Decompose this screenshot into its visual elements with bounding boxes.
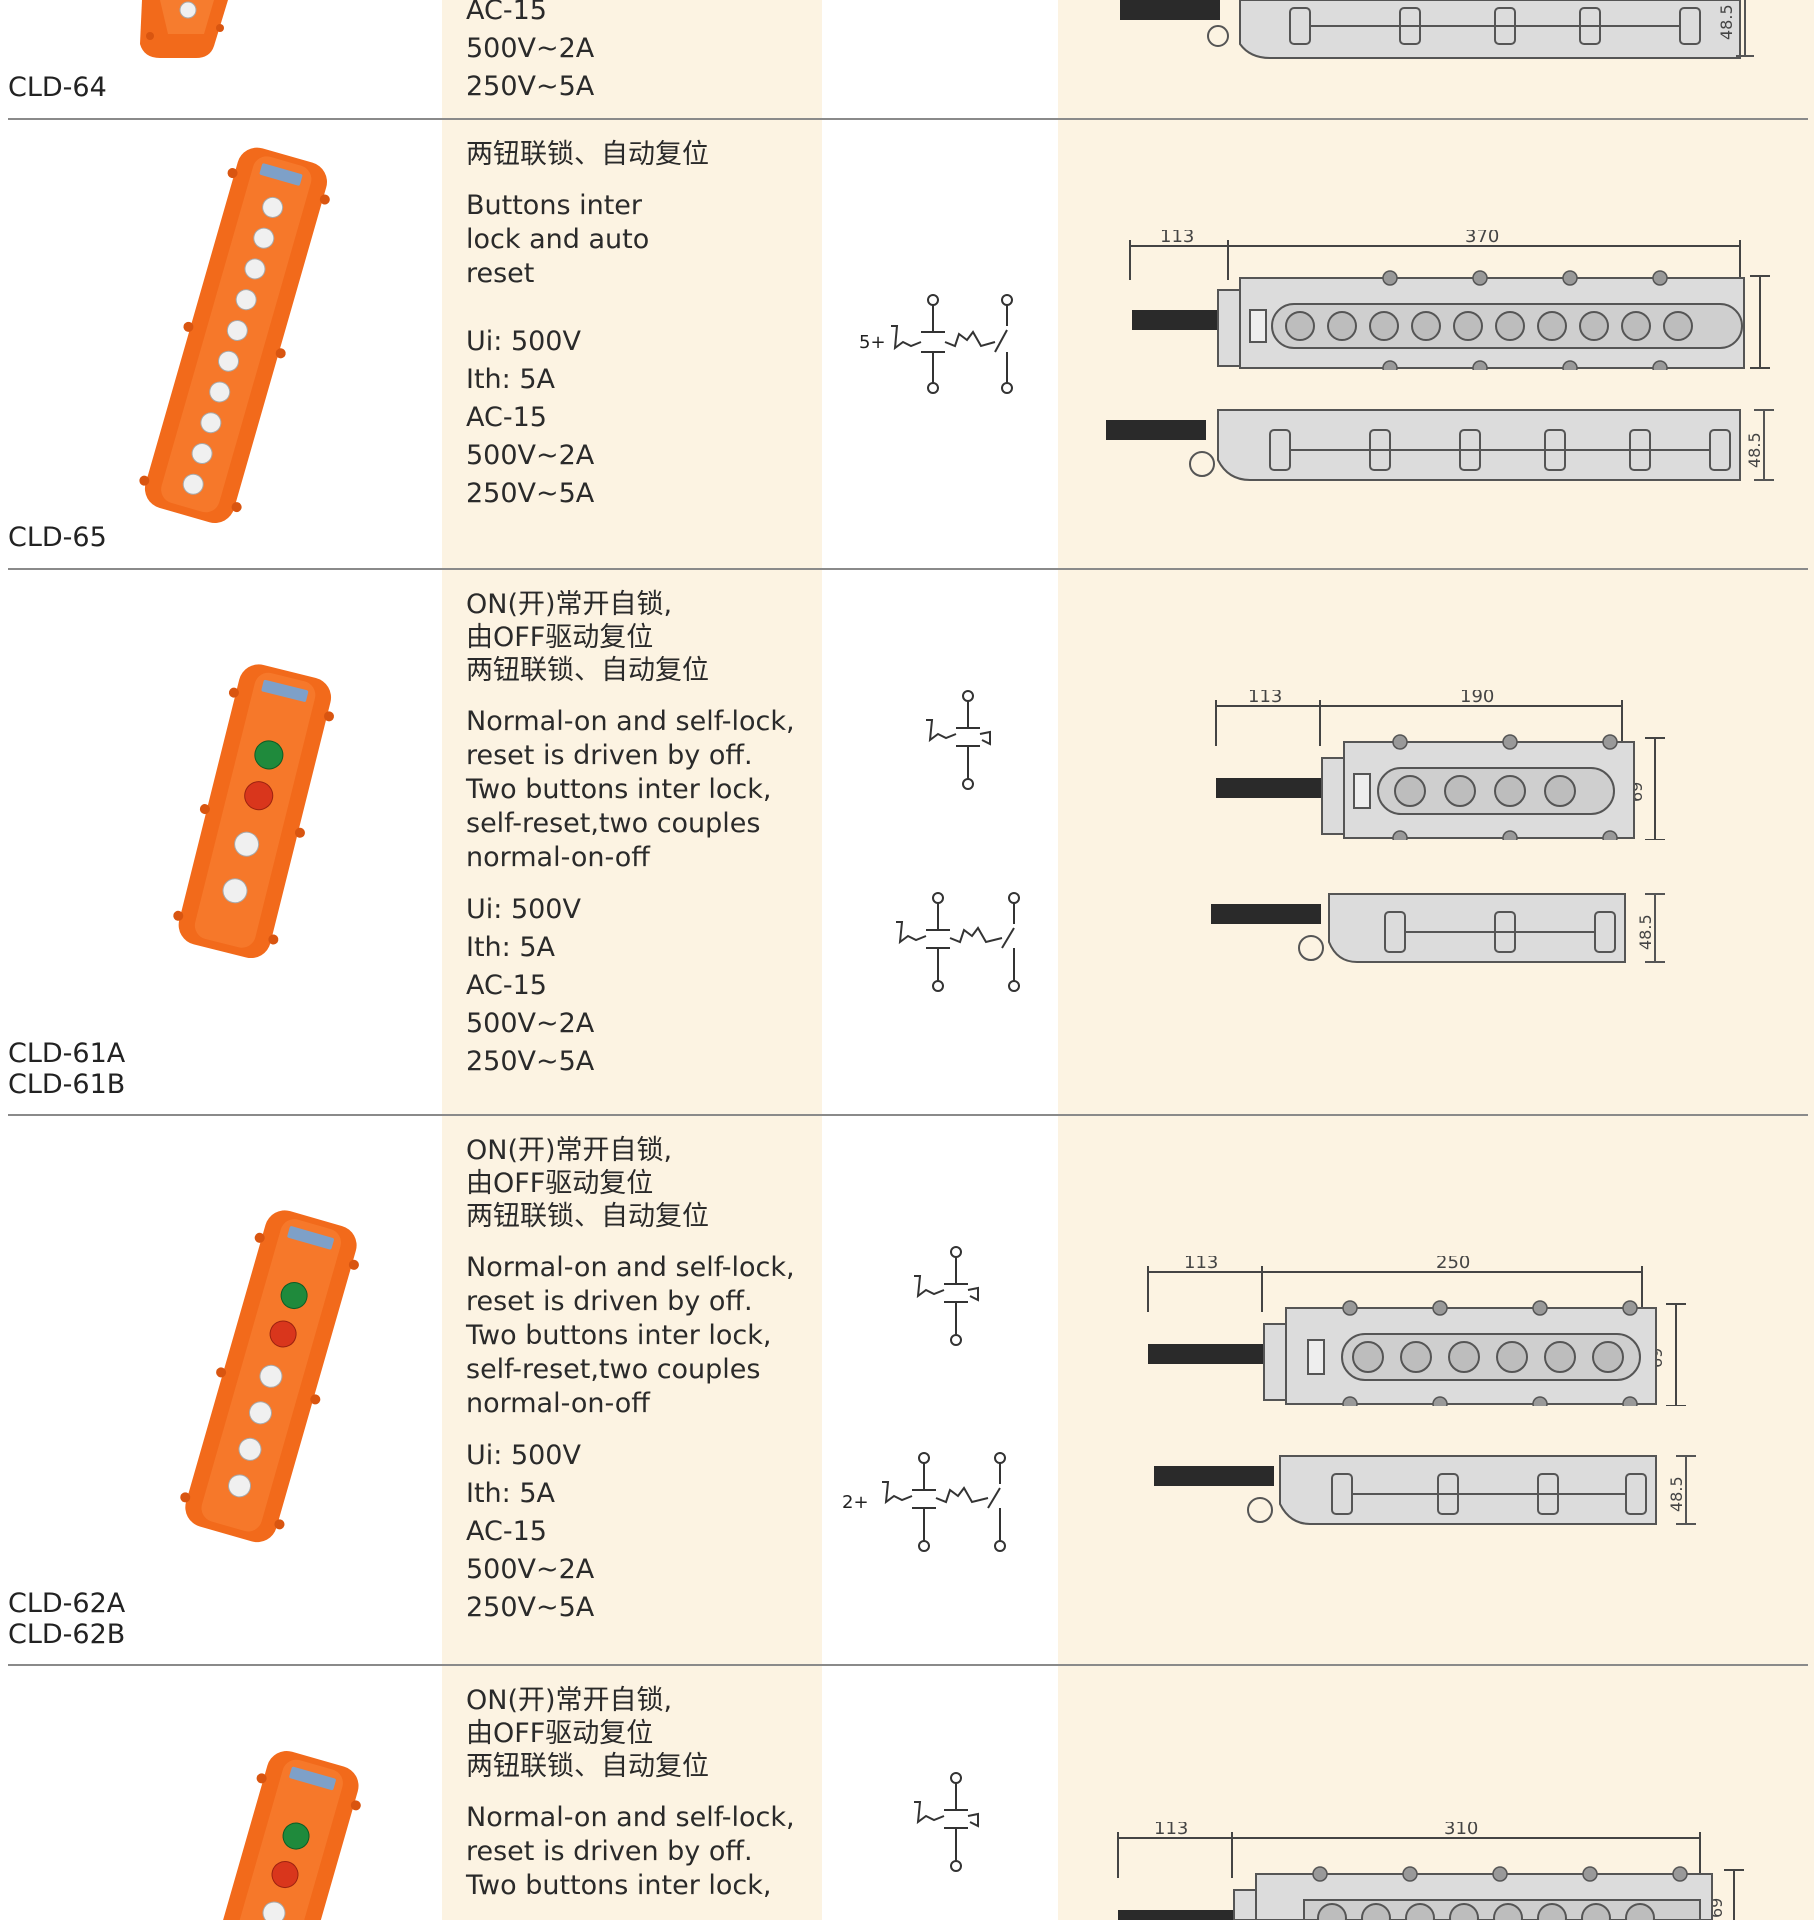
side-view-drawing: 48.5	[1148, 1442, 1708, 1542]
model-number: CLD-61A CLD-61B	[8, 1038, 126, 1100]
product-photo	[120, 140, 350, 530]
product-photo	[160, 1206, 380, 1546]
row-divider	[8, 568, 1808, 570]
spec-line: AC-15	[466, 970, 547, 1001]
description-cn: ON(开)常开自锁,	[466, 1685, 673, 1716]
spec-line: 500V~2A	[466, 440, 595, 471]
schematic-prefix: 2+	[842, 1492, 869, 1513]
row-divider	[8, 1114, 1808, 1116]
top-view-drawing: 113 310 69	[1110, 1818, 1750, 1924]
description-en: normal-on-off	[466, 1388, 650, 1419]
side-view-drawing: 48.5	[1205, 880, 1675, 980]
spec-line: Ith: 5A	[466, 1478, 555, 1509]
spec-line: Ui: 500V	[466, 894, 581, 925]
spec-line: 500V~2A	[466, 1008, 595, 1039]
spec-line: 500V~2A	[466, 1554, 595, 1585]
description-en: reset is driven by off.	[466, 740, 753, 771]
description-band	[442, 0, 822, 1920]
description-en: Two buttons inter lock,	[466, 1870, 772, 1901]
description-en: Normal-on and self-lock,	[466, 706, 795, 737]
product-photo	[150, 660, 350, 960]
spec-line: Ith: 5A	[466, 932, 555, 963]
dimension-length: 113	[1154, 1822, 1188, 1839]
model-number: CLD-65	[8, 522, 107, 553]
product-row-partial: ON(开)常开自锁, 由OFF驱动复位 两钮联锁、自动复位 Normal-on …	[0, 1666, 1814, 1924]
dimension-length: 113	[1184, 1256, 1218, 1273]
dimension-height: 48.5	[1667, 1476, 1686, 1512]
product-row-cld-62: ON(开)常开自锁, 由OFF驱动复位 两钮联锁、自动复位 Normal-on …	[0, 1116, 1814, 1664]
spec-line: 500V~2A	[466, 33, 595, 64]
description-en: self-reset,two couples	[466, 1354, 761, 1385]
description-en: reset	[466, 258, 535, 289]
top-view-drawing: 113 190 69	[1210, 686, 1680, 846]
dimension-height: 48.5	[1717, 4, 1736, 40]
side-view-drawing: 48.5	[1100, 0, 1760, 70]
description-en: Two buttons inter lock,	[466, 774, 772, 805]
description-cn: ON(开)常开自锁,	[466, 589, 673, 620]
circuit-schematic	[920, 688, 1000, 798]
top-view-drawing: 113 370	[1120, 226, 1780, 376]
description-cn: 两钮联锁、自动复位	[466, 1201, 709, 1232]
model-number: CLD-62A CLD-62B	[8, 1588, 126, 1650]
model-number: CLD-64	[8, 72, 107, 103]
product-photo	[170, 1746, 370, 1924]
dimension-width: 310	[1444, 1822, 1478, 1839]
spec-line: AC-15	[466, 402, 547, 433]
description-en: Two buttons inter lock,	[466, 1320, 772, 1351]
description-cn: ON(开)常开自锁,	[466, 1135, 673, 1166]
dimension-height: 48.5	[1745, 432, 1764, 468]
description-en: Normal-on and self-lock,	[466, 1802, 795, 1833]
product-row-cld-64: AC-15 500V~2A 250V~5A CLD-64 48.5	[0, 0, 1814, 118]
dimension-width: 250	[1436, 1256, 1470, 1273]
row-divider	[8, 118, 1808, 120]
spec-line: 250V~5A	[466, 1046, 595, 1077]
circuit-schematic: 2+	[838, 1450, 1018, 1560]
product-row-cld-65: 两钮联锁、自动复位 Buttons inter lock and auto re…	[0, 120, 1814, 568]
dimension-width: 190	[1460, 690, 1494, 707]
spec-line: AC-15	[466, 0, 547, 26]
spec-line: AC-15	[466, 1516, 547, 1547]
description-en: self-reset,two couples	[466, 808, 761, 839]
top-view-drawing: 113 250 69	[1140, 1252, 1700, 1412]
description-cn: 由OFF驱动复位	[466, 622, 654, 653]
description-en: normal-on-off	[466, 842, 650, 873]
description-cn: 两钮联锁、自动复位	[466, 139, 709, 170]
product-photo	[130, 0, 250, 70]
description-cn: 两钮联锁、自动复位	[466, 655, 709, 686]
side-view-drawing: 48.5	[1100, 400, 1780, 500]
spec-line: Ui: 500V	[466, 326, 581, 357]
spec-line: 250V~5A	[466, 1592, 595, 1623]
dimension-length: 113	[1248, 690, 1282, 707]
description-cn: 两钮联锁、自动复位	[466, 1751, 709, 1782]
description-cn: 由OFF驱动复位	[466, 1718, 654, 1749]
spec-line: 250V~5A	[466, 478, 595, 509]
description-en: Buttons inter	[466, 190, 643, 221]
circuit-schematic	[890, 890, 1030, 1000]
schematic-prefix: 5+	[859, 332, 886, 353]
circuit-schematic	[908, 1244, 988, 1354]
product-row-cld-61: ON(开)常开自锁, 由OFF驱动复位 两钮联锁、自动复位 Normal-on …	[0, 570, 1814, 1114]
row-divider	[8, 1664, 1808, 1666]
spec-line: Ui: 500V	[466, 1440, 581, 1471]
circuit-schematic	[908, 1770, 988, 1880]
description-en: reset is driven by off.	[466, 1286, 753, 1317]
description-cn: 由OFF驱动复位	[466, 1168, 654, 1199]
description-en: Normal-on and self-lock,	[466, 1252, 795, 1283]
circuit-schematic: 5+	[855, 290, 1030, 400]
description-en: lock and auto	[466, 224, 650, 255]
description-en: reset is driven by off.	[466, 1836, 753, 1867]
dimension-width: 370	[1465, 230, 1499, 247]
spec-line: 250V~5A	[466, 71, 595, 102]
dimension-length: 113	[1160, 230, 1194, 247]
spec-line: Ith: 5A	[466, 364, 555, 395]
dimension-height: 48.5	[1636, 914, 1655, 950]
